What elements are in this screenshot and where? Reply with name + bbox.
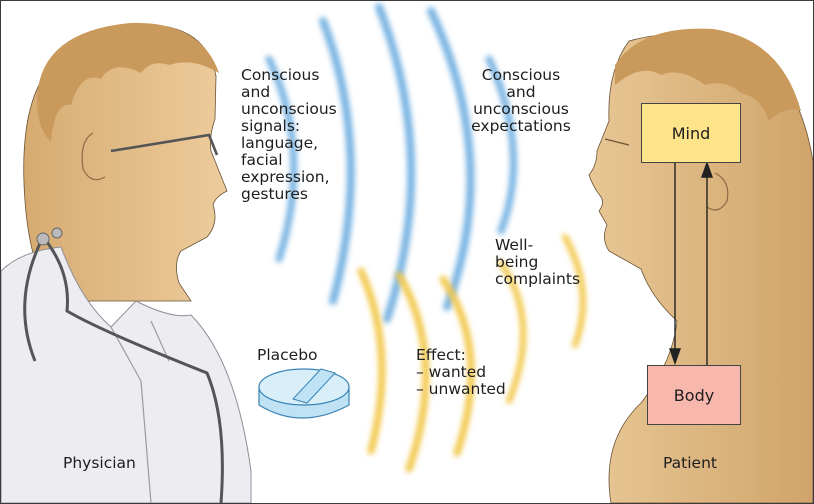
effect-label: Effect: – wanted – unwanted	[416, 347, 506, 398]
placebo-pill-icon	[259, 369, 349, 418]
patient-figure	[589, 29, 813, 503]
mind-box: Mind	[641, 103, 741, 163]
patient-label: Patient	[663, 455, 717, 472]
physician-label: Physician	[63, 455, 136, 472]
body-box-label: Body	[674, 386, 714, 405]
signals-label: Conscious and unconscious signals: langu…	[241, 67, 337, 203]
mind-box-label: Mind	[672, 124, 711, 143]
feedback-label: Well- being complaints	[495, 237, 580, 288]
physician-figure	[1, 23, 251, 503]
expectations-label: Conscious and unconscious expectations	[461, 67, 581, 135]
placebo-label: Placebo	[257, 347, 318, 364]
body-box: Body	[647, 365, 741, 425]
